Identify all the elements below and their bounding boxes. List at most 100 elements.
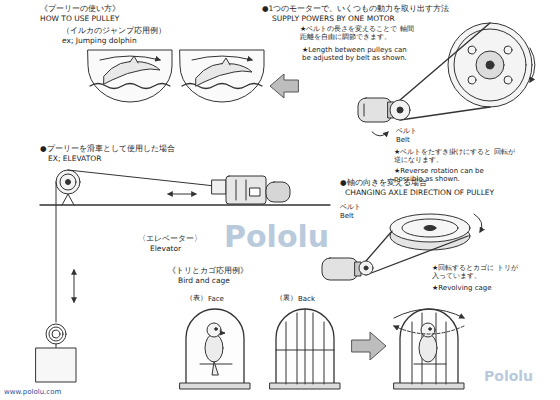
section-title-en: CHANGING AXLE DIRECTION OF PULLEY bbox=[345, 188, 494, 197]
bird-cage-figure bbox=[414, 364, 446, 365]
motor-pulley-figure bbox=[364, 104, 365, 116]
section-title: ●プーリーを滑車として使用した場合 bbox=[40, 144, 175, 153]
bird-cage-figure bbox=[324, 322, 325, 384]
axle-direction-figure bbox=[366, 231, 392, 261]
bird-cage-figure bbox=[180, 309, 464, 389]
elevator-figure bbox=[56, 344, 57, 348]
motor-pulley-figure bbox=[454, 29, 526, 101]
dolphin-figure bbox=[100, 56, 160, 60]
axle-direction-figure bbox=[424, 226, 436, 231]
dolphin-figure bbox=[222, 58, 230, 65]
motor-pulley-figure bbox=[486, 61, 494, 69]
example-title: 〈エレベーター〉 bbox=[138, 234, 202, 243]
bird-cage-figure bbox=[446, 322, 447, 384]
dolphin-figure bbox=[192, 56, 252, 60]
motor-pulley-figure bbox=[372, 132, 388, 136]
bird-cage-figure bbox=[215, 328, 218, 331]
elevator-figure bbox=[266, 182, 290, 202]
elevator-figure bbox=[56, 182, 57, 322]
heading-en: HOW TO USE PULLEY bbox=[40, 14, 119, 23]
motor-pulley-figure bbox=[468, 76, 476, 84]
elevator-figure bbox=[66, 180, 71, 185]
elevator-figure bbox=[56, 170, 80, 194]
elevator-figure bbox=[68, 194, 74, 205]
part-name-en: Belt bbox=[340, 212, 354, 220]
dolphin-figure bbox=[88, 50, 172, 102]
example-title-en: ex; Jumping dolphin bbox=[62, 36, 137, 45]
note-en: ★Revolving cage bbox=[432, 284, 492, 292]
dolphin-figure bbox=[90, 84, 170, 89]
axle-direction-figure bbox=[474, 214, 482, 232]
view-label: （表） bbox=[186, 294, 207, 302]
axle-direction-figure bbox=[390, 214, 470, 242]
bird-cage-figure bbox=[419, 334, 437, 362]
note: ★ベルトの長さを変えることで 軸間距離を自由に調節できます。 bbox=[300, 25, 418, 42]
elevator-figure bbox=[68, 170, 215, 186]
page-heading: 《プーリーの使い方》 bbox=[40, 4, 120, 13]
elevator-figure bbox=[250, 188, 260, 196]
elevator-figure bbox=[46, 324, 66, 344]
bird-cage-figure bbox=[220, 331, 225, 335]
view-label: （裏） bbox=[276, 294, 297, 302]
section-title: ●1つのモーターで、いくつもの動力を取り出す方法 bbox=[262, 4, 449, 13]
elevator-figure bbox=[168, 194, 196, 195]
section-title-en: SUPPLY POWERS BY ONE MOTOR bbox=[272, 14, 395, 23]
motor-pulley-figure bbox=[530, 48, 535, 82]
axle-direction-figure bbox=[402, 219, 458, 237]
elevator-figure bbox=[52, 330, 60, 338]
bird-cage-figure bbox=[400, 309, 458, 384]
bird-cage-figure bbox=[205, 334, 223, 362]
elevator-figure bbox=[74, 270, 75, 302]
motor-pulley-figure bbox=[358, 98, 392, 122]
motor-pulley-figure bbox=[468, 46, 476, 54]
bird-cage-figure bbox=[207, 323, 221, 337]
elevator-figure bbox=[236, 180, 237, 200]
part-name: ベルト bbox=[340, 203, 361, 211]
elevator-figure bbox=[40, 204, 330, 205]
elevator-figure bbox=[226, 176, 266, 204]
part-name: ベルト bbox=[396, 127, 417, 135]
bird-cage-figure bbox=[276, 350, 334, 351]
dolphin-figure bbox=[88, 50, 264, 102]
bird-cage-figure bbox=[421, 323, 435, 337]
elevator-figure bbox=[60, 174, 76, 190]
direction-arrow bbox=[270, 74, 298, 98]
axle-direction-figure bbox=[322, 258, 358, 280]
elevator-figure bbox=[212, 180, 226, 194]
elevator-figure bbox=[36, 348, 76, 382]
bird-cage-figure bbox=[394, 309, 464, 318]
bird-cage-figure bbox=[313, 313, 314, 384]
bird-cage-figure bbox=[212, 362, 218, 375]
watermark: Pololu bbox=[224, 219, 329, 255]
view-label-en: Back bbox=[298, 295, 315, 303]
example-title: （イルカのジャンプ応用例） bbox=[62, 26, 166, 35]
motor-pulley-figure bbox=[476, 51, 504, 79]
motor-pulley-figure bbox=[448, 23, 532, 107]
bird-cage-figure bbox=[276, 309, 334, 384]
bird-cage-figure bbox=[286, 322, 287, 384]
example-title-en: Elevator bbox=[150, 244, 181, 253]
example-title: 《トリとカゴ応用例》 bbox=[168, 266, 248, 275]
bird-cage-figure bbox=[297, 313, 298, 384]
url-text: www.pololu.com bbox=[4, 388, 61, 396]
axle-direction-figure bbox=[364, 266, 368, 270]
direction-arrow bbox=[270, 74, 298, 98]
dolphin-figure bbox=[182, 84, 262, 89]
motor-pulley-figure bbox=[504, 76, 512, 84]
dolphin-figure bbox=[180, 50, 264, 102]
bird-cage-figure bbox=[352, 332, 386, 360]
motor-pulley-figure bbox=[400, 107, 490, 120]
bird-cage-figure bbox=[412, 322, 413, 384]
section-title-en: EX; ELEVATOR bbox=[48, 154, 101, 163]
watermark: Pololu bbox=[484, 368, 533, 385]
note: ★回転するとカゴに トリが入っています。 bbox=[432, 264, 518, 281]
bird-cage-figure bbox=[394, 326, 464, 334]
view-label-en: Face bbox=[208, 295, 224, 303]
motor-pulley-figure bbox=[397, 107, 403, 113]
elevator-figure bbox=[49, 327, 63, 341]
elevator-figure bbox=[246, 180, 247, 200]
note: ★ベルトをたすき掛けにすると 回転が逆になります。 bbox=[394, 148, 516, 165]
